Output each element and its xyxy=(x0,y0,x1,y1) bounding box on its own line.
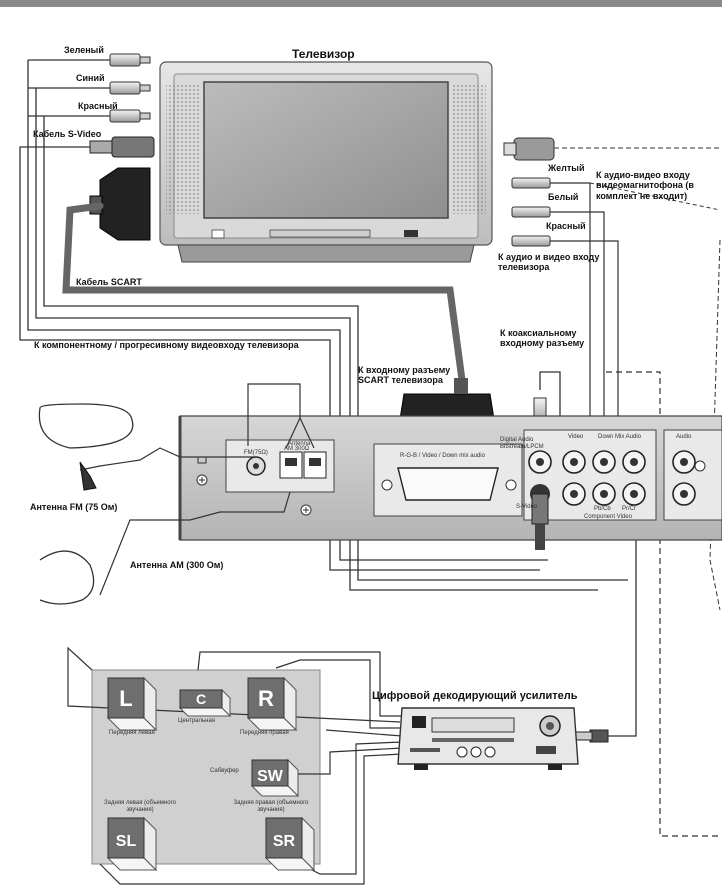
panel-component-label: Component Video xyxy=(584,514,632,520)
vcr-input-label: К аудио-видео входу видеомагнитофона (в … xyxy=(596,170,694,201)
tv-speaker-left xyxy=(166,84,200,214)
speaker-letter: SW xyxy=(257,768,284,785)
rear-panel-jacks xyxy=(528,450,696,506)
cable-scart-label: Кабель SCART xyxy=(76,277,142,287)
cable-blue-label: Синий xyxy=(76,73,105,83)
rca-jack-pin xyxy=(536,458,544,466)
coax-input-label: К коаксиальному входному разъему xyxy=(500,328,585,349)
svideo-wire xyxy=(19,146,540,571)
tv-screen xyxy=(203,81,449,219)
antenna-fm-label: Антенна FM (75 Ом) xyxy=(30,502,118,512)
speaker-caption: Передняя левая xyxy=(109,730,155,736)
fm-antenna xyxy=(38,403,134,449)
speaker-sl: SL xyxy=(106,816,158,872)
speaker-caption: Центральная xyxy=(178,718,216,724)
cable-svideo-label: Кабель S-Video xyxy=(33,129,102,139)
speaker-c: C xyxy=(178,688,232,718)
am-antenna xyxy=(39,550,95,605)
rca-jack-pin xyxy=(630,490,638,498)
panel-video-label: Video xyxy=(568,434,584,440)
tv-stand xyxy=(177,244,475,263)
panel-downmix-label: Down Mix Audio xyxy=(598,434,642,440)
panel-audio-label: Audio xyxy=(676,434,692,440)
panel-am-label: AM 300Ω xyxy=(284,446,310,452)
tv-av-input-label: К аудио и видео входу телевизора xyxy=(498,252,600,273)
speaker-letter: R xyxy=(258,686,274,711)
panel-scart-label: R-G-B / Video / Down mix audio xyxy=(400,453,485,459)
panel-digital-audio-label: Digital Audio Bitstream/LPCM xyxy=(500,437,544,450)
antenna-am-label: Антенна AM (300 Ом) xyxy=(130,560,224,570)
rca-jack-pin xyxy=(680,490,688,498)
tv-title: Телевизор xyxy=(292,47,355,61)
speaker-sw: SW xyxy=(250,758,300,798)
speaker-caption: Передняя правая xyxy=(240,730,289,736)
speaker-caption: Задняя правая (объемного звучания) xyxy=(233,800,309,813)
speaker-letter: C xyxy=(196,691,206,707)
rca-plugs-left xyxy=(28,53,155,241)
panel-svideo-label: S-Video xyxy=(516,504,538,510)
speaker-l: L xyxy=(106,676,158,732)
rca-jack-pin xyxy=(680,458,688,466)
amplifier-label: Цифровой декодирующий усилитель xyxy=(372,690,578,702)
component-wire-2 xyxy=(35,88,598,591)
speaker-sr: SR xyxy=(264,816,316,872)
rca-jack-pin xyxy=(570,458,578,466)
speaker-letter: SR xyxy=(273,833,296,850)
speaker-letter: L xyxy=(119,686,132,711)
component-wire-1 xyxy=(27,60,548,561)
tv-set xyxy=(159,61,493,263)
panel-antenna-label: Antenna xyxy=(288,441,311,447)
vcr-dashed-line xyxy=(606,371,720,837)
component-input-label: К компонентному / прогресивному видеовхо… xyxy=(34,340,299,350)
cable-yellow-label: Желтый xyxy=(548,163,585,173)
top-bar xyxy=(0,0,722,7)
fm-antenna-wire xyxy=(79,447,256,471)
speaker-letter: SL xyxy=(116,833,137,850)
panel-pb-label: Pb/Cb xyxy=(594,506,611,512)
speaker-caption: Задняя левая (объемного звучания) xyxy=(104,800,176,813)
panel-fm-label: FM(75Ω) xyxy=(244,450,268,456)
amplifier xyxy=(397,707,579,770)
rca-plugs-right xyxy=(503,137,721,450)
scart-input-label: К входному разъему SCART телевизора xyxy=(358,365,451,386)
cable-green-label: Зеленый xyxy=(64,45,104,55)
rca-jack-pin xyxy=(630,458,638,466)
scart-cable xyxy=(62,202,466,384)
cable-white-label: Белый xyxy=(548,192,579,202)
panel-pr-label: Pr/Cr xyxy=(622,506,636,512)
rca-jack-pin xyxy=(600,490,608,498)
tv-speaker-right xyxy=(452,84,486,214)
speaker-r: R xyxy=(246,676,298,732)
speakers-group: L C R SW SL SR xyxy=(106,676,316,872)
rca-jack-pin xyxy=(570,490,578,498)
rca-jack-pin xyxy=(600,458,608,466)
component-wire-3 xyxy=(43,116,628,581)
speaker-caption: Сабвуфер xyxy=(210,768,239,774)
cable-red-right-label: Красный xyxy=(546,221,586,231)
cable-red-label: Красный xyxy=(78,101,118,111)
